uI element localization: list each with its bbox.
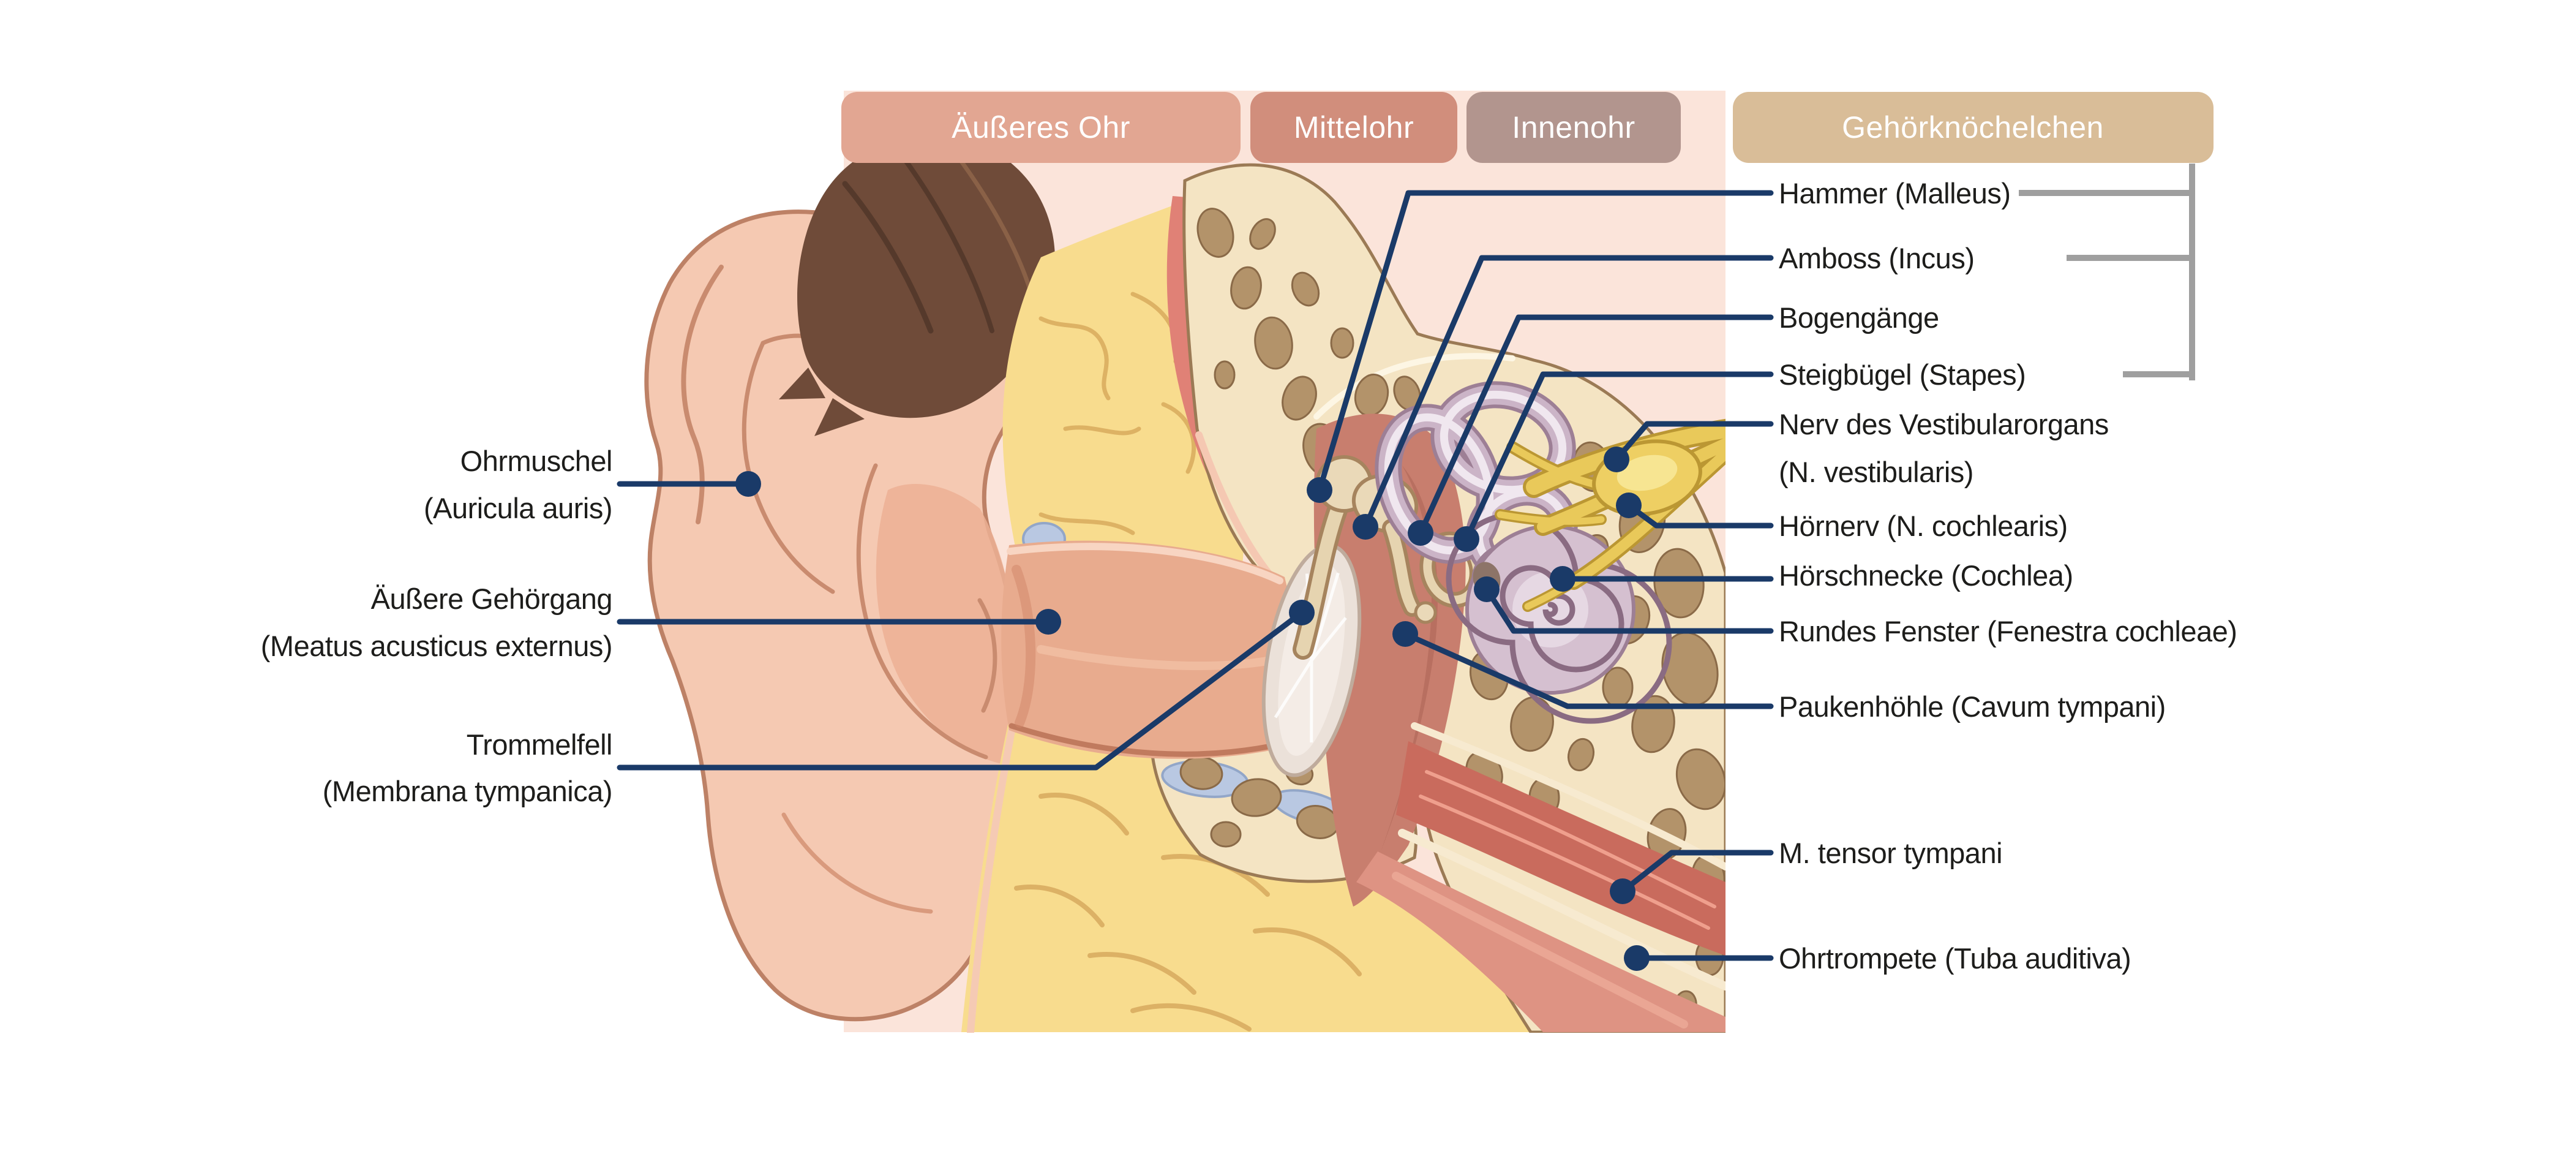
leader-m-tensor-tympani — [1620, 850, 1774, 894]
dot-gehoergang — [1035, 609, 1061, 635]
label-ohrmuschel[interactable]: Ohrmuschel (Auricula auris) — [424, 445, 613, 524]
svg-text:Hörnerv (N. cochlearis): Hörnerv (N. cochlearis) — [1779, 510, 2068, 542]
leader-nervus-vestibularis — [1613, 421, 1774, 462]
svg-text:(N. vestibularis): (N. vestibularis) — [1779, 456, 1973, 488]
anatomy-labels: Ohrmuschel (Auricula auris) Äußere Gehör… — [261, 177, 2237, 975]
svg-text:Bogengänge: Bogengänge — [1779, 301, 1939, 334]
bone-hole — [1231, 778, 1282, 817]
bone-hole — [1330, 327, 1354, 359]
label-m-tensor-tympani[interactable]: M. tensor tympani — [1779, 837, 2003, 869]
label-rundes-fenster[interactable]: Rundes Fenster (Fenestra cochleae) — [1779, 615, 2237, 647]
svg-text:Nerv des Vestibularorgans: Nerv des Vestibularorgans — [1779, 408, 2109, 440]
incus-crus — [1386, 523, 1418, 613]
svg-text:Trommelfell: Trommelfell — [467, 728, 612, 761]
label-hoernerv[interactable]: Hörnerv (N. cochlearis) — [1779, 510, 2068, 542]
svg-text:Hörschnecke (Cochlea): Hörschnecke (Cochlea) — [1779, 559, 2073, 592]
dot-hoerschnecke — [1550, 566, 1575, 592]
label-trommelfell[interactable]: Trommelfell (Membrana tympanica) — [323, 728, 613, 807]
pinna-outer-ear — [644, 209, 1048, 1022]
svg-text:Ohrmuschel: Ohrmuschel — [460, 445, 612, 477]
label-ohrtrompete[interactable]: Ohrtrompete (Tuba auditiva) — [1779, 942, 2131, 975]
badge-label: Innenohr — [1512, 110, 1635, 145]
eustachian-muscle-bands — [1356, 722, 1725, 1032]
dot-bogengaenge — [1408, 520, 1433, 546]
svg-text:(Membrana tympanica): (Membrana tympanica) — [323, 775, 612, 807]
svg-text:(Auricula auris): (Auricula auris) — [424, 492, 612, 524]
label-hammer[interactable]: Hammer (Malleus) — [1779, 177, 2011, 209]
badge-label: Mittelohr — [1294, 110, 1414, 145]
leader-amboss — [1362, 255, 1774, 530]
svg-text:Äußere Gehörgang: Äußere Gehörgang — [371, 583, 612, 615]
badge-aeusseres-ohr[interactable]: Äußeres Ohr — [841, 92, 1241, 163]
ear-canal — [1001, 540, 1300, 759]
dot-m-tensor-tympani — [1610, 878, 1635, 904]
label-aeussere-gehoergang[interactable]: Äußere Gehörgang (Meatus acusticus exter… — [261, 583, 613, 662]
dot-trommelfell — [1289, 600, 1315, 625]
bone-hole — [1282, 375, 1317, 421]
ossicle-group-bracket — [2019, 164, 2195, 380]
malleus-handle — [1296, 502, 1345, 656]
badge-label: Gehörknöchelchen — [1842, 110, 2104, 145]
dot-rundes-fenster — [1474, 576, 1500, 602]
badge-gehoerknoechelchen[interactable]: Gehörknöchelchen — [1733, 92, 2214, 163]
bone-hole — [1631, 695, 1675, 753]
label-steigbuegel[interactable]: Steigbügel (Stapes) — [1779, 358, 2026, 391]
hair-tuft — [779, 136, 1056, 436]
leader-hammer — [1316, 190, 1774, 493]
svg-text:Amboss (Incus): Amboss (Incus) — [1779, 242, 1974, 274]
svg-text:Ohrtrompete (Tuba auditiva): Ohrtrompete (Tuba auditiva) — [1779, 942, 2131, 975]
bone-hole — [1214, 360, 1236, 390]
leader-lines — [617, 190, 1774, 971]
bone-hole — [1567, 738, 1595, 772]
label-hoerschnecke[interactable]: Hörschnecke (Cochlea) — [1779, 559, 2073, 592]
dot-paukenhoehle — [1392, 621, 1418, 647]
bone-hole — [1249, 218, 1276, 250]
bone-hole — [1675, 748, 1725, 810]
badge-innenohr[interactable]: Innenohr — [1466, 92, 1681, 163]
label-nervus-vestibularis[interactable]: Nerv des Vestibularorgans (N. vestibular… — [1779, 408, 2109, 488]
leader-trommelfell — [617, 609, 1305, 771]
badge-mittelohr[interactable]: Mittelohr — [1250, 92, 1457, 163]
bone-hole — [1210, 821, 1242, 848]
leader-bogengaenge — [1418, 314, 1774, 536]
periosteum-rim — [1195, 431, 1274, 579]
badge-label: Äußeres Ohr — [952, 110, 1130, 145]
bone-hole — [1291, 271, 1320, 307]
dot-nervus-vestibularis — [1604, 447, 1629, 472]
leader-steigbuegel — [1463, 371, 1774, 542]
bone-hole — [1196, 208, 1234, 258]
dot-steigbuegel — [1454, 526, 1479, 552]
bone-hole — [1602, 666, 1634, 708]
section-badges: Äußeres Ohr Mittelohr Innenohr Gehörknöc… — [841, 92, 2214, 163]
svg-text:M. tensor tympani: M. tensor tympani — [1779, 837, 2002, 869]
leader-rundes-fenster — [1484, 586, 1774, 634]
dot-hammer — [1307, 477, 1332, 503]
label-amboss[interactable]: Amboss (Incus) — [1779, 242, 1975, 274]
svg-text:Hammer (Malleus): Hammer (Malleus) — [1779, 177, 2011, 209]
svg-text:Paukenhöhle (Cavum tympani): Paukenhöhle (Cavum tympani) — [1779, 690, 2166, 723]
eustachian-tube-band — [1356, 851, 1725, 1032]
dot-amboss — [1353, 514, 1378, 540]
eardrum — [1261, 543, 1362, 777]
svg-text:Steigbügel (Stapes): Steigbügel (Stapes) — [1779, 358, 2026, 391]
label-paukenhoehle[interactable]: Paukenhöhle (Cavum tympani) — [1779, 690, 2166, 723]
svg-text:Rundes Fenster (Fenestra cochl: Rundes Fenster (Fenestra cochleae) — [1779, 615, 2237, 647]
bone-highlight — [1313, 353, 1515, 420]
dot-ohrtrompete — [1624, 945, 1650, 971]
svg-text:(Meatus acusticus externus): (Meatus acusticus externus) — [261, 630, 612, 662]
dot-hoernerv — [1616, 492, 1642, 518]
ear-illustration — [644, 91, 1725, 1033]
label-bogengaenge[interactable]: Bogengänge — [1779, 301, 1939, 334]
dot-ohrmuschel — [735, 471, 761, 497]
leader-paukenhoehle — [1402, 631, 1774, 709]
bone-hole — [1230, 266, 1262, 310]
bone-hole — [1254, 316, 1293, 370]
